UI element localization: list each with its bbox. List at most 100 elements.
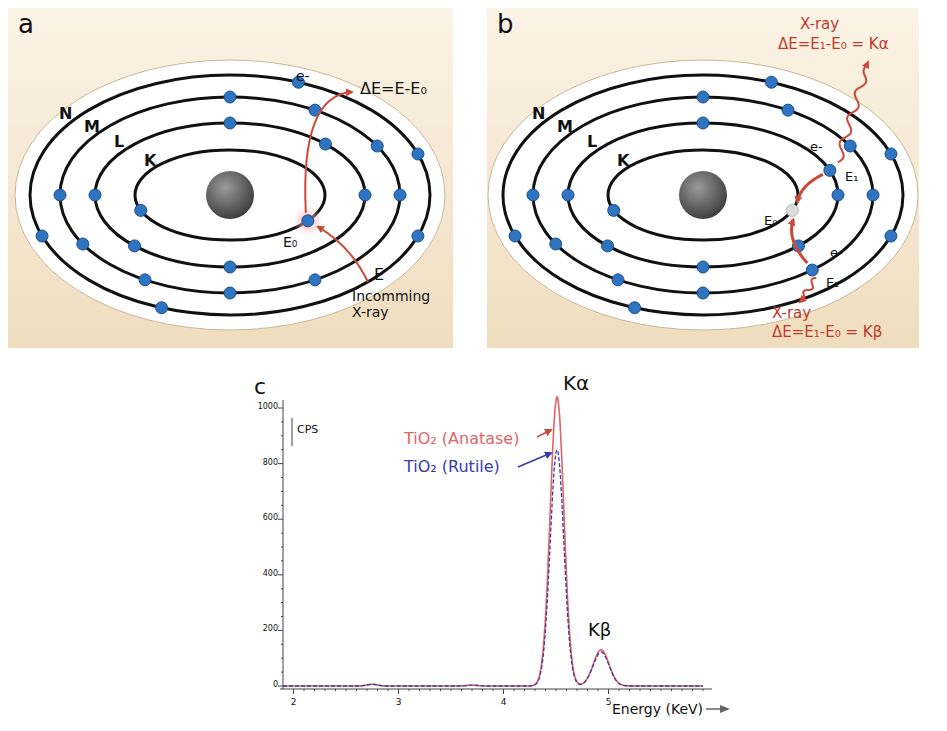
y-tick: [281, 505, 283, 506]
electron: [89, 189, 101, 201]
y-tick: [281, 491, 283, 492]
electron: [54, 189, 66, 201]
x-tick: [409, 689, 410, 691]
series-label: TiO₂ (Anatase): [404, 430, 519, 448]
electron: [36, 230, 48, 242]
y-tick: [281, 616, 283, 617]
electron: [371, 140, 383, 152]
electron: [224, 261, 236, 273]
electron: [885, 148, 897, 160]
energy-level: E₀: [283, 234, 297, 250]
y-tick: [281, 560, 283, 561]
electron: [629, 302, 641, 314]
shell-label: L: [114, 133, 124, 151]
tick-label: 400: [248, 569, 278, 578]
x-tick: [367, 689, 368, 691]
shell-label: K: [617, 152, 629, 170]
y-tick: [281, 547, 283, 548]
y-tick: [281, 533, 283, 534]
leader-arrow: [518, 453, 551, 467]
electron: [77, 238, 89, 250]
x-tick: [577, 689, 578, 691]
x-tick: [671, 689, 672, 691]
x-tick: [619, 689, 620, 691]
electron: [550, 238, 562, 250]
x-axis: [280, 689, 712, 690]
x-tick: [314, 689, 315, 691]
energy-label: E: [374, 266, 384, 284]
transition-arrow: [797, 174, 823, 202]
shell-label: M: [557, 118, 573, 136]
vacancy: [786, 204, 798, 216]
x-tick: [682, 689, 683, 691]
x-tick: [556, 689, 557, 691]
electron: [527, 189, 539, 201]
y-tick: [278, 574, 283, 575]
x-tick: [661, 689, 662, 691]
rutile-spectrum: [283, 450, 703, 686]
electron: [359, 189, 371, 201]
electron: [156, 302, 168, 314]
x-tick: [335, 689, 336, 691]
electron: [394, 189, 406, 201]
x-tick: [692, 689, 693, 691]
y-tick: [278, 519, 283, 520]
electron: [697, 91, 709, 103]
x-tick: [524, 689, 525, 691]
electron-label: e-: [830, 246, 843, 261]
electron: [412, 230, 424, 242]
x-tick: [640, 689, 641, 691]
atom-outline: [488, 60, 918, 330]
electron: [562, 189, 574, 201]
energy-level: E₁: [845, 170, 858, 185]
x-tick: [293, 689, 294, 694]
energy-equation: ΔE=E-E₀: [360, 80, 427, 98]
shell-label: L: [587, 133, 597, 151]
panel-letter: b: [497, 10, 514, 40]
emitted-xray: [838, 62, 868, 162]
electron: [697, 287, 709, 299]
electron: [697, 261, 709, 273]
y-tick: [281, 602, 283, 603]
x-tick: [503, 689, 504, 694]
emitted-xray: [800, 278, 816, 302]
nucleus: [679, 171, 727, 219]
axis-arrow: [706, 708, 728, 710]
x-tick: [587, 689, 588, 691]
electron-shell: [135, 150, 325, 240]
y-tick: [278, 408, 283, 409]
energy-level: E₀: [764, 214, 777, 229]
electron-shell: [30, 75, 430, 315]
energy-equation: ΔE=E₁-E₀ = Kα: [778, 36, 889, 53]
electron: [832, 189, 844, 201]
x-tick: [356, 689, 357, 691]
excitation-glow: [293, 206, 323, 236]
electron-shell: [608, 150, 798, 240]
x-tick: [545, 689, 546, 691]
electron: [309, 274, 321, 286]
electron: [302, 215, 314, 227]
electron: [806, 264, 818, 276]
electron: [224, 117, 236, 129]
x-tick: [440, 689, 441, 691]
electron: [224, 91, 236, 103]
x-tick: [419, 689, 420, 691]
electron-shell: [568, 123, 838, 267]
electron: [867, 189, 879, 201]
electron: [135, 204, 147, 216]
electron-shell: [503, 75, 903, 315]
x-tick: [482, 689, 483, 691]
electron-shell: [95, 123, 365, 267]
x-tick: [535, 689, 536, 691]
y-tick: [281, 672, 283, 673]
panel-letter: c: [254, 374, 266, 399]
xray-label: X-ray: [800, 16, 839, 33]
leader-arrow: [537, 430, 551, 437]
shell-label: K: [144, 152, 156, 170]
y-tick: [281, 588, 283, 589]
xray-label: X-ray: [772, 305, 811, 322]
x-tick: [398, 689, 399, 694]
x-tick: [598, 689, 599, 691]
electron: [885, 230, 897, 242]
y-tick: [281, 435, 283, 436]
